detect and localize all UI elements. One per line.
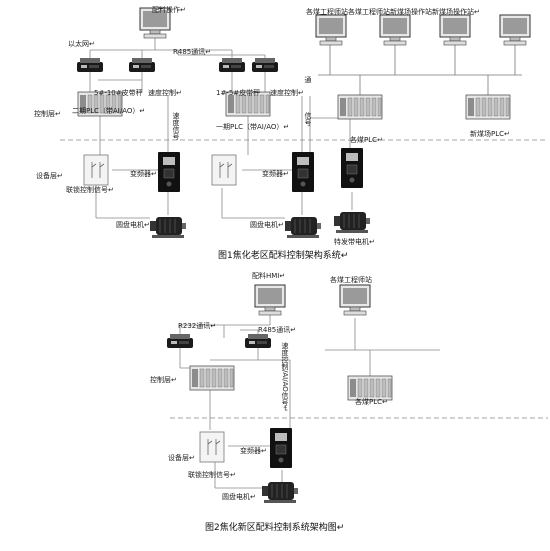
figure2-wiring (179, 315, 440, 489)
fig2-speed-ctrl-vertical: 速度控制/AI/AO信号↵ (281, 342, 289, 412)
fig1-vfd-left-label: 变频器↵ (130, 170, 157, 178)
fig2-control-layer-label: 控制层↵ (150, 376, 177, 384)
figure1-belt-scale-4 (252, 58, 278, 72)
figure1-plc-coal (337, 94, 383, 120)
figure1-plc-new-yard (465, 94, 511, 120)
figure2-vfd (269, 427, 293, 469)
fig2-rs232-label: R232通讯↵ (178, 322, 217, 330)
fig1-comm-vertical: 通 (304, 76, 312, 83)
fig1-signal-vertical: 信号 (304, 112, 312, 126)
fig1-plc-mid-sub-label: 一期PLC（带AI/AO）↵ (216, 123, 290, 131)
fig1-plc-left-ctrl-label: 速度控制↵ (148, 89, 182, 97)
fig1-interlock-label: 联锁控制信号↵ (66, 186, 114, 194)
figure2-disc-motor (261, 481, 299, 504)
figure1-engineer-monitor-2 (379, 14, 411, 46)
figure2-plc-coal (347, 375, 393, 401)
fig2-vfd-label: 变频器↵ (240, 447, 267, 455)
figure1-vfd-right (340, 147, 364, 189)
figure2-engineer-monitor (339, 284, 371, 316)
figure2-belt-scale-1 (167, 334, 193, 348)
fig1-engineer-stations-label: 各煤工程师站各煤工程师站新煤场操作站新煤场操作站↵ (306, 8, 480, 16)
figure1-caption: 图1焦化老区配料控制架构系统↵ (218, 251, 349, 261)
fig2-rs485-label: R485通讯↵ (258, 326, 297, 334)
fig2-engineer-station-label: 各煤工程师站 (330, 276, 372, 284)
figure1-belt-scale-2 (129, 58, 155, 72)
fig1-rs485-label: R485通讯↵ (173, 48, 212, 56)
fig1-disc-motor-mid-label: 圆盘电机↵ (250, 221, 284, 229)
figure1-operator-monitor-3 (439, 14, 471, 46)
fig1-plc-mid-ctrl-label: 速度控制↵ (270, 89, 304, 97)
figure2-diagram (167, 284, 548, 504)
figure1-wiring (89, 36, 353, 219)
figure1-operator-monitor-4 (499, 14, 531, 46)
fig1-speed-signal-vertical: 速度信号 (172, 112, 180, 140)
fig2-coal-plc-label: 各煤PLC↵ (355, 398, 388, 406)
figure2-hmi-monitor (254, 284, 286, 316)
figure1-engineer-monitor-1 (315, 14, 347, 46)
fig1-ethernet-label: 以太网↵ (68, 40, 95, 48)
fig1-vfd-mid-label: 变频器↵ (262, 170, 289, 178)
fig2-interlock-label: 联锁控制信号↵ (188, 471, 236, 479)
fig1-plc-left-label: 5#-10#皮带秤 (94, 89, 143, 97)
figure2-switchgear (199, 431, 225, 463)
figure1-belt-motor-right (333, 211, 371, 234)
figure1-switchgear-left (83, 154, 109, 186)
fig2-device-layer-label: 设备层↵ (168, 454, 195, 462)
figure1-belt-scale-3 (219, 58, 245, 72)
fig2-hmi-label: 配料HMI↵ (252, 272, 286, 280)
figure1-plant-network (318, 45, 522, 95)
fig1-device-layer-label: 设备层↵ (36, 172, 63, 180)
figure1-vfd-left (157, 151, 181, 193)
fig1-disc-motor-left-label: 圆盘电机↵ (116, 221, 150, 229)
figure1-diagram (60, 7, 548, 239)
figure1-vfd-mid (291, 151, 315, 193)
fig1-belt-motor-label: 特发带电机↵ (334, 238, 375, 246)
fig1-new-yard-plc-label: 新煤场PLC↵ (470, 130, 510, 138)
fig1-control-layer-label: 控制层↵ (34, 110, 61, 118)
fig2-disc-motor-label: 圆盘电机↵ (222, 493, 256, 501)
figure1-switchgear-mid (211, 154, 237, 186)
figure2-caption: 图2焦化新区配料控制系统架构图↵ (205, 523, 345, 533)
figure1-disc-motor-mid (284, 216, 322, 239)
fig1-plc-left-sub-label: 二期PLC（带AI/AO）↵ (72, 107, 146, 115)
fig1-plc-mid-label: 1#-5#皮带秤 (216, 89, 261, 97)
fig1-top-station-label: 配料操作↵ (152, 6, 186, 14)
figure2-belt-scale-2 (245, 334, 271, 348)
figure2-plc (189, 365, 235, 391)
figure1-belt-scale-1 (77, 58, 103, 72)
figure1-disc-motor-left (149, 216, 187, 239)
fig1-coal-plc-label: 各煤PLC↵ (350, 136, 383, 144)
